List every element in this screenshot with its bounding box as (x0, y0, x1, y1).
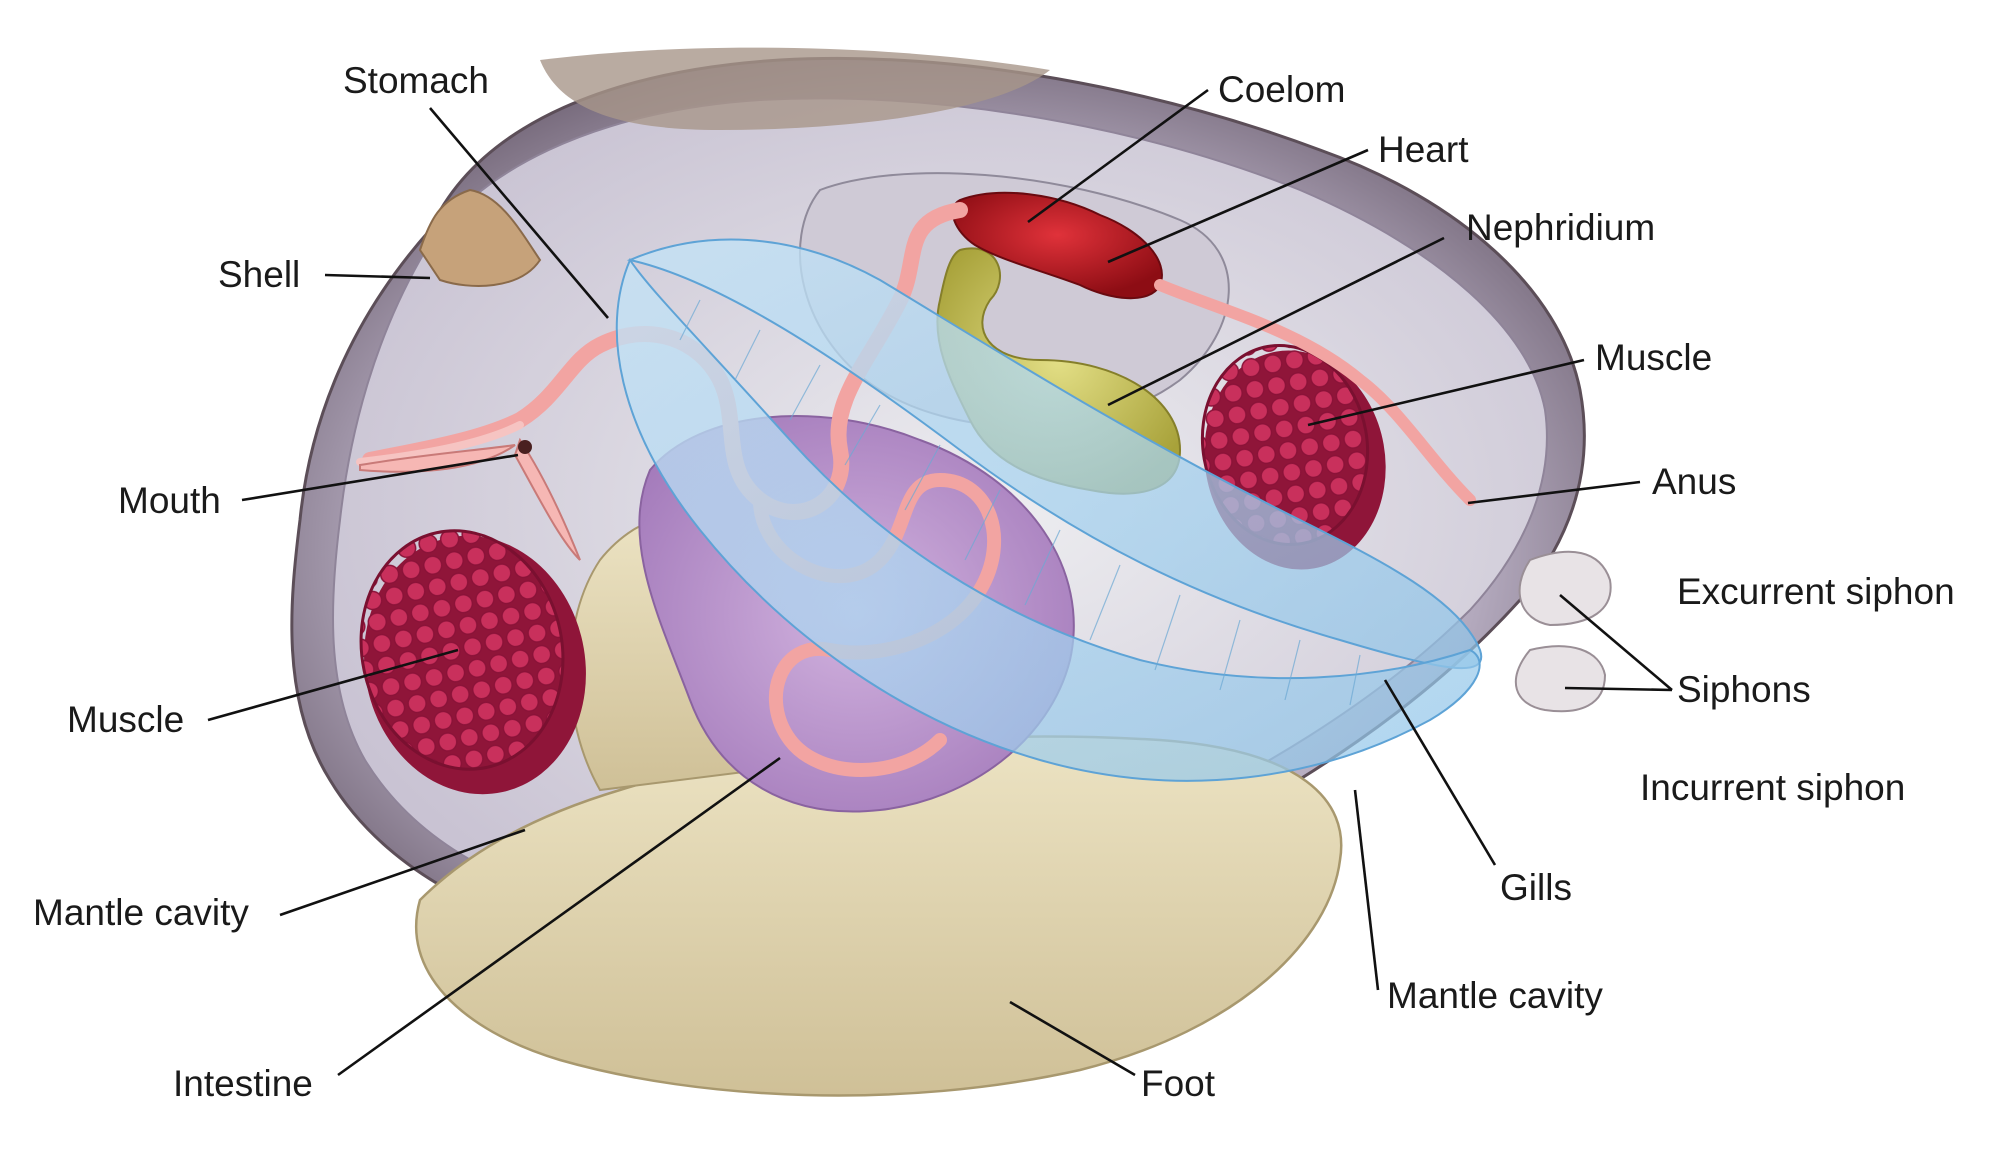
label-foot: Foot (1141, 1063, 1216, 1104)
label-incurrent-siphon: Incurrent siphon (1640, 767, 1905, 808)
label-nephridium: Nephridium (1466, 207, 1655, 248)
label-mantle-cavity-right: Mantle cavity (1387, 975, 1603, 1016)
leader-anus (1467, 480, 1641, 505)
label-shell: Shell (218, 254, 300, 295)
label-muscle-left: Muscle (67, 699, 184, 740)
leader-shell (324, 273, 431, 280)
leader-mantle-cavity-right (1353, 789, 1380, 991)
leader-intestine (337, 756, 781, 1077)
labels: Stomach Coelom Heart Nephridium Shell Mu… (33, 60, 1955, 1104)
leader-muscle-left (207, 648, 459, 722)
leader-foot (1009, 1000, 1136, 1077)
leader-siphons-upper (1559, 594, 1673, 691)
leader-heart (1107, 148, 1369, 264)
leader-coelom (1027, 88, 1209, 224)
label-siphons: Siphons (1677, 669, 1811, 710)
siphons (1514, 550, 1612, 713)
label-mantle-cavity-left: Mantle cavity (33, 892, 249, 933)
label-intestine: Intestine (173, 1063, 313, 1104)
label-coelom: Coelom (1218, 69, 1346, 110)
label-gills: Gills (1500, 867, 1572, 908)
leader-muscle-right (1307, 358, 1585, 427)
heart (951, 191, 1163, 300)
gills (615, 238, 1483, 782)
leader-gills (1383, 679, 1497, 866)
label-excurrent-siphon: Excurrent siphon (1677, 571, 1955, 612)
label-heart: Heart (1378, 129, 1469, 170)
leader-mantle-cavity-left (279, 828, 526, 917)
label-mouth: Mouth (118, 480, 221, 521)
label-anus: Anus (1652, 461, 1736, 502)
label-muscle-right: Muscle (1595, 337, 1712, 378)
muscle-left (359, 529, 586, 795)
leader-siphons-lower (1564, 686, 1673, 692)
leader-stomach (429, 107, 609, 319)
leader-lines (207, 88, 1673, 1077)
label-stomach: Stomach (343, 60, 489, 101)
leader-mouth (241, 453, 519, 502)
mouth (359, 437, 581, 561)
leader-nephridium (1107, 236, 1445, 407)
